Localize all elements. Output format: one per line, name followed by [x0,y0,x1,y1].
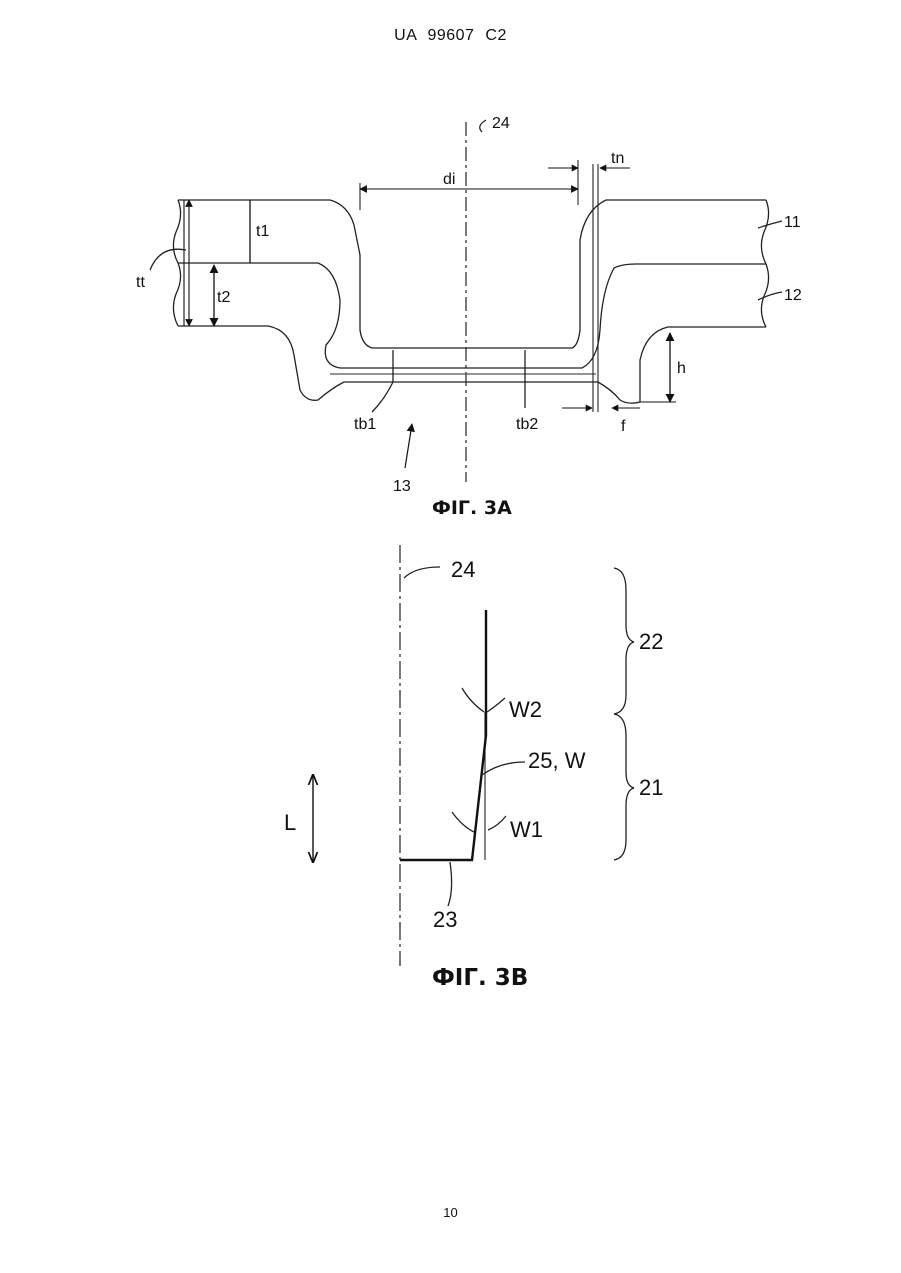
label-w2: W2 [509,697,542,722]
arrow-13 [405,424,412,468]
angle-arc-w2-right [487,698,505,712]
figure-3a-caption: ФІГ. 3А [432,497,512,519]
label-24-3b: 24 [451,557,475,582]
label-wall: 25, W [528,748,586,773]
label-t2: t2 [217,289,230,306]
tt-leader [150,249,186,270]
bottom-leader [448,862,452,906]
label-tn: tn [611,150,624,167]
label-f: f [621,418,626,435]
figure-3a: 24 di tn t1 t2 tt 11 12 h f tb1 tb2 13 Ф… [136,115,802,519]
label-l: L [284,810,296,835]
figure-3b-caption: ФІГ. 3B [432,965,528,991]
wall-leader [482,762,525,775]
tb1-leader [372,382,393,412]
wall-profile [400,610,486,860]
label-tb1: tb1 [354,416,376,433]
brace-21 [614,714,634,860]
label-tt: tt [136,274,145,291]
label-23: 23 [433,907,457,932]
label-12: 12 [784,287,802,304]
page-number: 10 [0,1205,901,1220]
figure-3b: 24 22 21 W2 25, W W1 23 L ФІГ. 3B [284,545,663,991]
label-t1: t1 [256,223,269,240]
label-h: h [677,360,686,377]
label-24-3a: 24 [492,115,510,132]
label-13: 13 [393,478,411,495]
label-11: 11 [784,214,801,231]
axis-leader-3a [480,120,486,132]
label-tb2: tb2 [516,416,538,433]
brace-22 [614,568,634,714]
label-21: 21 [639,775,663,800]
label-22: 22 [639,629,663,654]
label-w1: W1 [510,817,543,842]
sheet-interface [178,263,766,368]
axis-leader-3b [404,567,440,578]
angle-arc-w1-right [488,816,506,830]
angle-arc-w1-left [452,812,474,832]
leader-11 [758,221,782,228]
leader-12 [758,292,782,300]
angle-arc-w2-left [462,688,484,712]
label-di: di [443,171,455,188]
